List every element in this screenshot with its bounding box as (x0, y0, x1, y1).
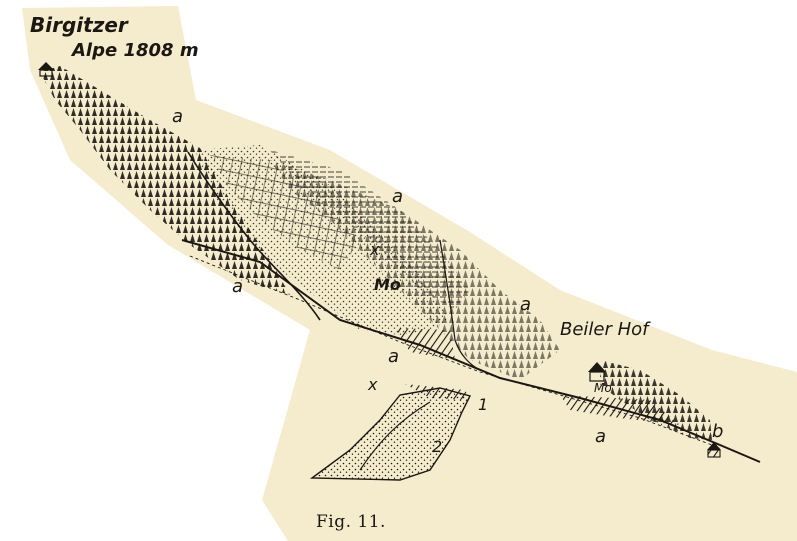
label-2: 2 (432, 437, 442, 456)
label-b: b (712, 421, 723, 442)
label-mo-main: Mo (374, 275, 401, 294)
label-mo-hof: Mo (594, 381, 612, 395)
label-1: 1 (478, 395, 488, 414)
label-beiler-hof: Beiler Hof (560, 319, 651, 340)
label-x-inset: x (367, 375, 378, 394)
label-birgitzer: Birgitzer (30, 13, 129, 37)
label-a-left: a (232, 276, 243, 297)
figure-caption: Fig. 11. (316, 512, 426, 532)
label-x-upper: x (369, 240, 380, 259)
label-a-middle: a (388, 346, 399, 367)
label-a-bottom: a (595, 426, 606, 447)
label-a-top: a (172, 106, 183, 127)
label-a-upper-right: a (392, 186, 403, 207)
label-a-right: a (520, 294, 531, 315)
label-alpe: Alpe 1808 m (70, 40, 199, 61)
